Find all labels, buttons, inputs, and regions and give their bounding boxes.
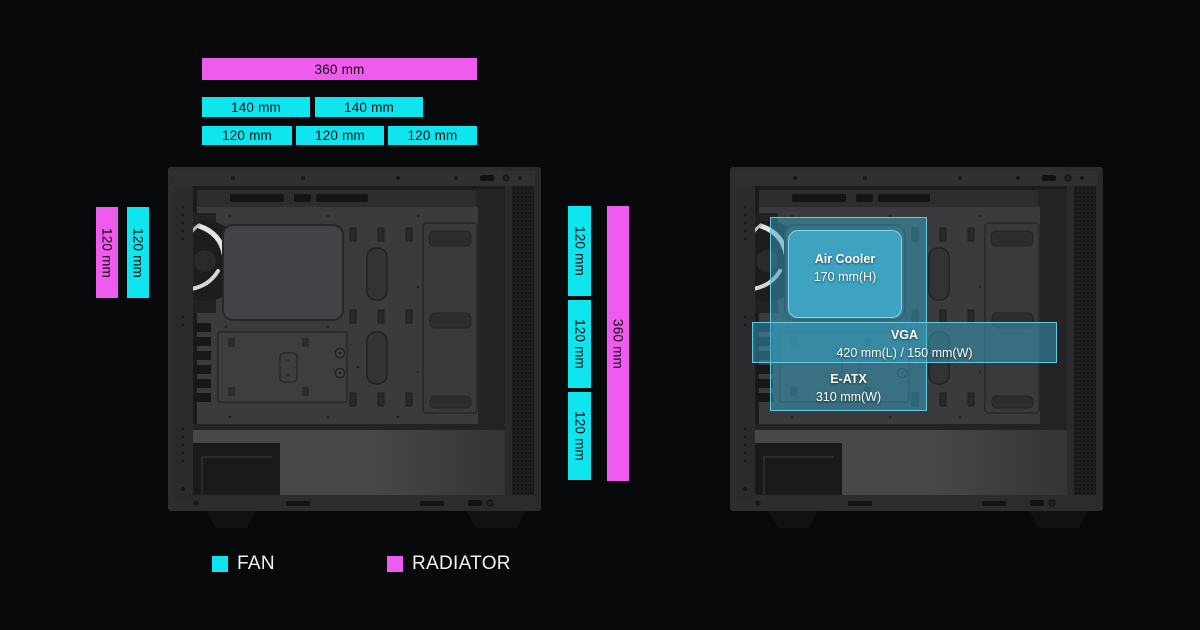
air-cooler-clearance-zone <box>788 230 902 318</box>
air-cooler-title: Air Cooler <box>814 252 876 266</box>
front-fan-120-bar-1: 120 mm <box>568 206 591 296</box>
bar-label: 120 mm <box>99 227 115 278</box>
front-fan-120-bar-3: 120 mm <box>568 392 591 480</box>
bar-label: 120 mm <box>572 226 587 276</box>
bar-label: 360 mm <box>610 318 626 369</box>
top-radiator-360-bar: 360 mm <box>202 58 477 80</box>
radiator-color-swatch <box>387 556 403 572</box>
air-cooler-spec: 170 mm(H) <box>813 270 877 285</box>
rear-fan-120-bar: 120 mm <box>127 207 149 298</box>
e-atx-spec: 310 mm(W) <box>815 390 882 405</box>
e-atx-label: E-ATX 310 mm(W) <box>770 370 927 406</box>
vga-title: VGA <box>890 328 919 342</box>
top-fan-120-bar-3: 120 mm <box>388 126 477 145</box>
top-fan-140-bar-1: 140 mm <box>202 97 310 117</box>
fan-color-swatch <box>212 556 228 572</box>
bar-label: 140 mm <box>344 99 394 115</box>
bar-label: 120 mm <box>222 128 272 143</box>
pc-case-side-view-left <box>168 167 541 529</box>
bar-label: 120 mm <box>572 319 587 369</box>
bar-label: 140 mm <box>231 99 281 115</box>
e-atx-title: E-ATX <box>830 372 867 386</box>
top-fan-140-bar-2: 140 mm <box>315 97 423 117</box>
fan-legend-label: FAN <box>237 553 275 574</box>
bar-label: 120 mm <box>407 128 458 143</box>
vga-label: VGA 420 mm(L) / 150 mm(W) <box>752 326 1057 362</box>
radiator-legend-label: RADIATOR <box>412 553 511 574</box>
vga-spec: 420 mm(L) / 150 mm(W) <box>836 346 973 361</box>
air-cooler-label: Air Cooler 170 mm(H) <box>788 250 902 286</box>
top-fan-120-bar-1: 120 mm <box>202 126 292 145</box>
front-radiator-360-bar: 360 mm <box>607 206 629 481</box>
top-fan-120-bar-2: 120 mm <box>296 126 384 145</box>
bar-label: 120 mm <box>572 411 587 461</box>
bar-label: 120 mm <box>315 128 365 143</box>
bar-label: 360 mm <box>314 61 365 77</box>
front-fan-120-bar-2: 120 mm <box>568 300 591 388</box>
vga-clearance-zone <box>752 322 1057 363</box>
legend-fan: FAN <box>212 553 275 575</box>
legend-radiator: RADIATOR <box>387 553 511 575</box>
rear-radiator-120-bar: 120 mm <box>96 207 118 298</box>
bar-label: 120 mm <box>130 227 146 278</box>
